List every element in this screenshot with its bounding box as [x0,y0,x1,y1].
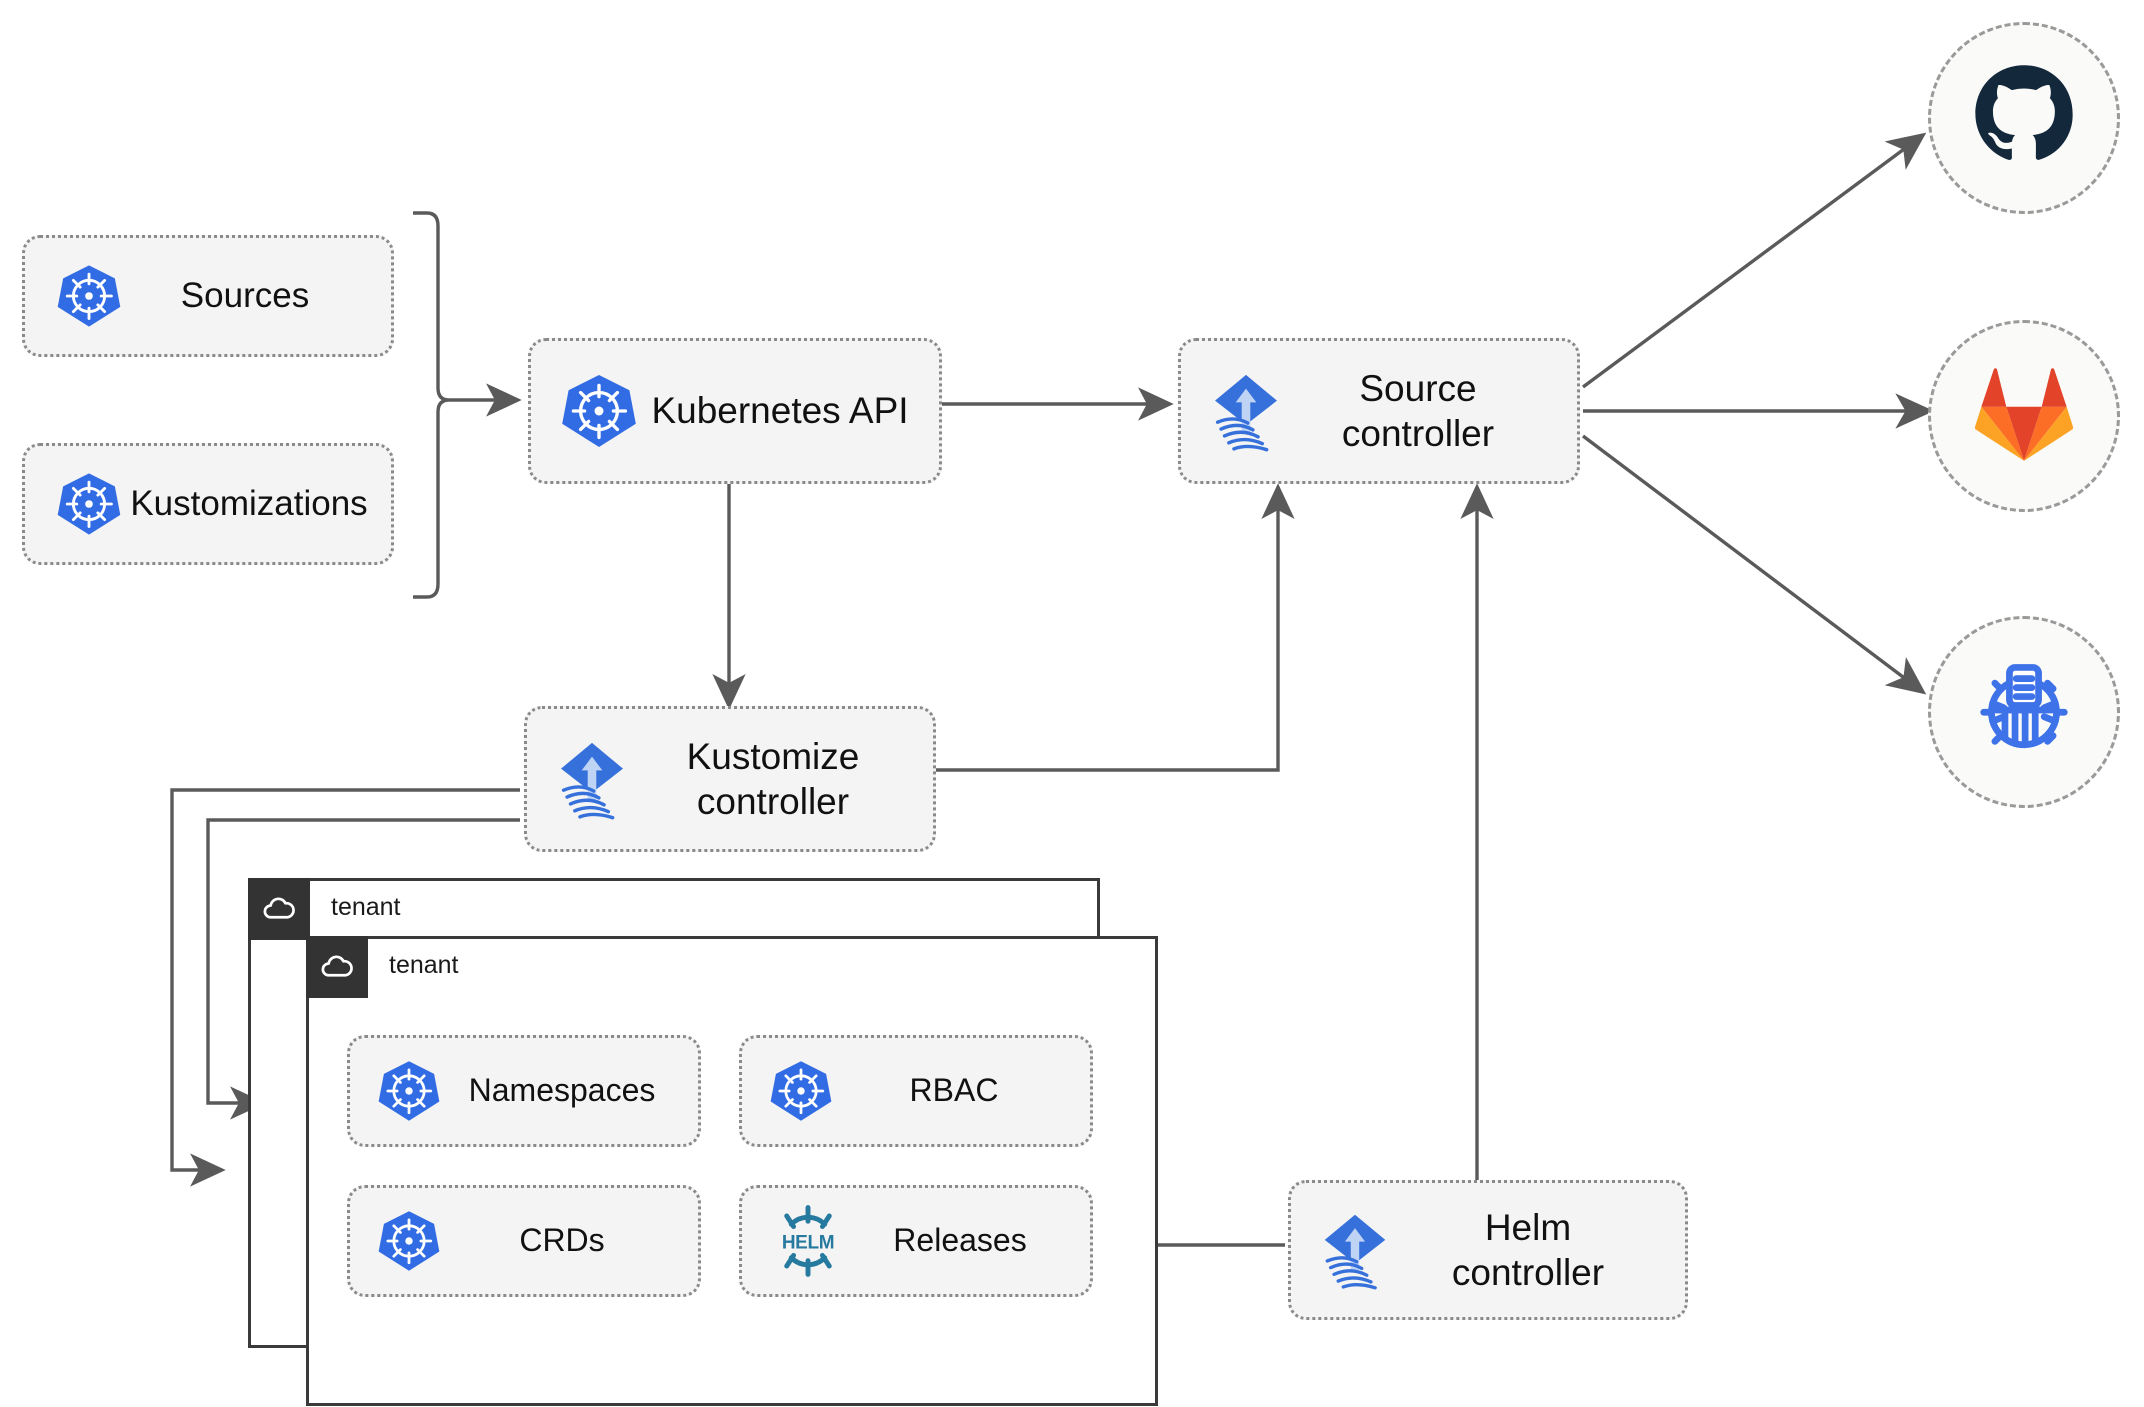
tenant-label: tenant [331,893,401,921]
node-label: Namespaces [468,1072,656,1109]
node-label: Kustomize controller [686,735,860,822]
kubernetes-icon [55,262,123,330]
node-kustomizations[interactable]: Kustomizations [22,443,394,565]
node-label: Kustomizations [130,483,368,523]
cloud-icon [306,936,368,998]
node-label: Releases [893,1222,1027,1259]
helm-repository-icon [1968,654,2080,771]
kubernetes-icon [559,371,639,451]
edge-kustomizectrl-sourcectrl [935,483,1295,772]
provider-gitlab[interactable] [1928,320,2120,512]
node-kustomize-controller[interactable]: Kustomize controller [524,706,936,852]
kubernetes-icon [55,470,123,538]
group-bracket [413,211,450,599]
tenant-label: tenant [389,951,459,979]
kubernetes-icon [376,1058,442,1124]
kubernetes-icon [376,1208,442,1274]
flux-icon [1203,368,1289,454]
edge-sourcectrl-github [1581,132,1927,389]
gitlab-icon [1972,365,2076,468]
node-helm-controller[interactable]: Helm controller [1288,1180,1688,1320]
svg-text:HELM: HELM [782,1233,834,1254]
node-crds[interactable]: CRDs [347,1185,701,1297]
node-source-controller[interactable]: Source controller [1178,338,1580,484]
edge-sourcectrl-helmrepo [1581,434,1927,695]
tenant-container-inner: tenant [306,936,1158,1406]
node-label: Sources [180,275,310,315]
github-icon [1971,63,2077,174]
node-label: Kubernetes API [651,390,909,432]
node-label: Source controller [1341,367,1495,454]
helm-icon: HELM [770,1203,846,1279]
node-sources[interactable]: Sources [22,235,394,357]
node-label: CRDs [519,1222,605,1259]
kubernetes-icon [768,1058,834,1124]
node-label: RBAC [909,1072,999,1109]
provider-helm-repository[interactable] [1928,616,2120,808]
node-namespaces[interactable]: Namespaces [347,1035,701,1147]
node-releases[interactable]: HELM Releases [739,1185,1093,1297]
node-label: Helm controller [1451,1206,1605,1293]
node-kubernetes-api[interactable]: Kubernetes API [528,338,942,484]
provider-github[interactable] [1928,22,2120,214]
flux-icon [1313,1208,1397,1292]
node-rbac[interactable]: RBAC [739,1035,1093,1147]
cloud-icon [248,878,310,940]
flux-icon [549,736,635,822]
